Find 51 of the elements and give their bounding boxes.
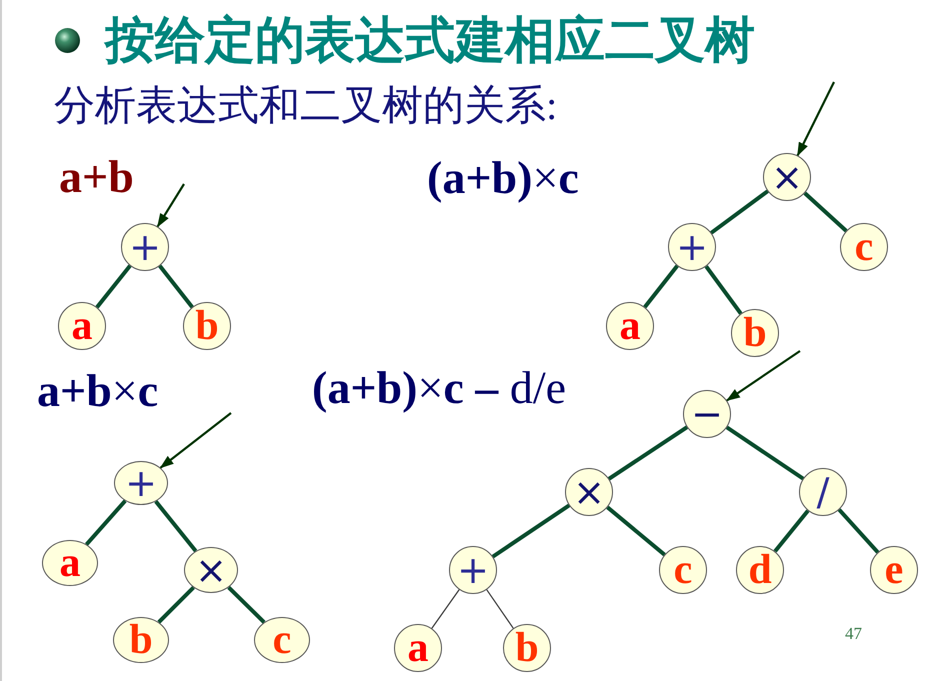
tree-edge	[95, 264, 132, 308]
operator-node: +	[121, 223, 169, 271]
operand-node: b	[731, 309, 779, 357]
operator-node: −	[683, 390, 731, 438]
expression-label: a+b×c	[37, 365, 158, 418]
tree-edge	[608, 426, 688, 480]
tree-edge	[157, 586, 195, 624]
operator-node: ×	[184, 547, 238, 593]
expression-label: (a+b)×c	[427, 152, 579, 205]
operand-node: b	[113, 617, 169, 663]
tree-edge	[492, 504, 570, 558]
operator-node: +	[114, 461, 168, 505]
operand-node: d	[736, 546, 784, 594]
tree-edge	[710, 190, 769, 234]
tree-edge	[486, 589, 514, 629]
page-number: 47	[845, 624, 862, 644]
operator-node: +	[449, 546, 497, 594]
expression-label: (a+b)×c – d/e	[312, 362, 566, 415]
operator-node: ×	[565, 468, 613, 516]
operand-node: a	[42, 540, 98, 586]
operand-node: c	[840, 223, 888, 271]
subheading: 分析表达式和二叉树的关系:	[54, 82, 558, 130]
pointer-arrow	[796, 82, 835, 156]
pointer-arrow	[156, 183, 185, 228]
tree-edge	[643, 264, 679, 308]
tree-edge	[431, 589, 460, 629]
expression-label: a+b	[59, 151, 134, 204]
operand-node: c	[659, 546, 707, 594]
operand-node: b	[503, 624, 551, 672]
tree-edge	[606, 506, 666, 556]
tree-edge	[838, 508, 880, 554]
pointer-arrow	[726, 350, 801, 402]
operand-node: e	[870, 546, 918, 594]
operator-node: ×	[763, 153, 811, 201]
slide-title: 按给定的表达式建相应二叉树	[105, 12, 755, 70]
operand-node: a	[606, 302, 654, 350]
tree-edge	[85, 499, 127, 546]
tree-edge	[774, 509, 810, 553]
operand-node: c	[254, 617, 310, 663]
tree-edge	[704, 265, 742, 315]
operator-node: /	[799, 468, 847, 516]
tree-edge	[726, 426, 804, 480]
tree-edge	[154, 500, 198, 552]
tree-edge	[158, 264, 194, 308]
pointer-arrow	[160, 412, 232, 469]
tree-edge	[227, 586, 266, 624]
operator-node: +	[668, 223, 716, 271]
tree-edge	[803, 192, 848, 232]
operand-node: b	[183, 302, 231, 350]
operand-node: a	[58, 302, 106, 350]
operand-node: a	[394, 624, 442, 672]
